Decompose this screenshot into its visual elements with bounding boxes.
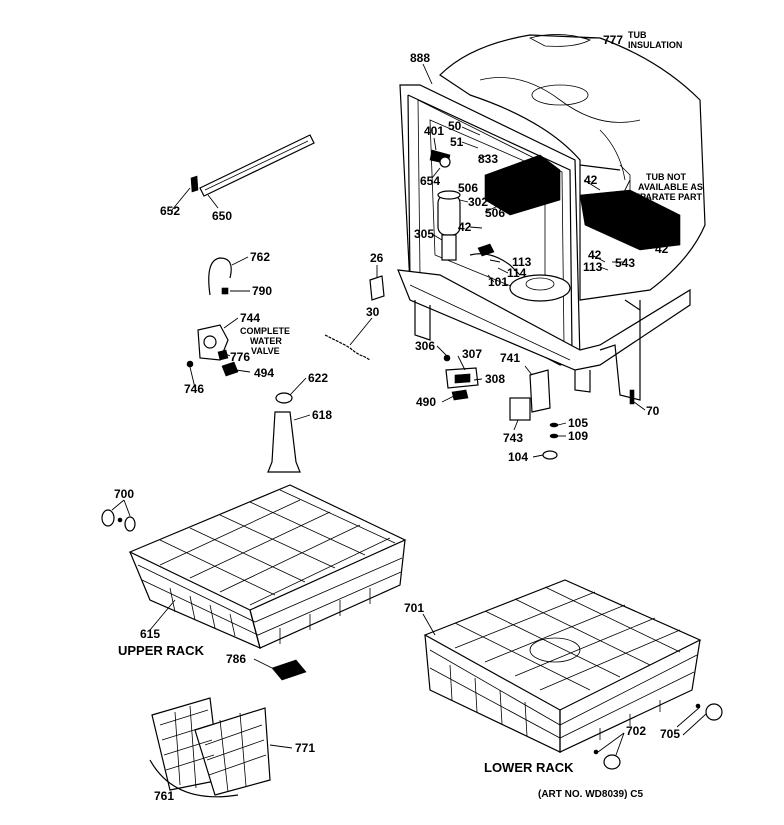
label-615: 615	[140, 627, 160, 641]
label-114: 114	[507, 266, 527, 280]
gasket-strip-650	[190, 134, 315, 197]
label-746: 746	[184, 382, 204, 396]
cap-622	[275, 392, 293, 404]
label-308: 308	[485, 372, 505, 386]
label-506-b: 506	[485, 206, 505, 220]
label-622: 622	[308, 371, 328, 385]
caption-lower-rack: LOWER RACK	[484, 760, 574, 775]
upper-rack-615	[101, 484, 407, 650]
post-618	[267, 411, 301, 473]
clip-786	[271, 659, 307, 681]
label-618: 618	[312, 408, 332, 422]
label-109: 109	[568, 429, 588, 443]
label-761: 761	[154, 789, 174, 803]
label-705: 705	[660, 727, 680, 741]
label-888: 888	[410, 51, 430, 65]
part-labels: 777 888 401 50 51 833 654 506 302 506 42…	[114, 33, 680, 803]
label-50: 50	[448, 119, 462, 133]
label-650: 650	[212, 209, 232, 223]
captions: UPPER RACK LOWER RACK (ART NO. WD8039) C…	[118, 643, 643, 800]
note-water-valve-2: WATER	[250, 336, 282, 346]
label-51: 51	[450, 135, 464, 149]
label-42-d: 42	[588, 248, 602, 262]
art-number: (ART NO. WD8039) C5	[538, 789, 643, 800]
label-30: 30	[366, 305, 380, 319]
label-305: 305	[414, 227, 434, 241]
tub-assembly	[397, 34, 706, 401]
label-741: 741	[500, 351, 520, 365]
clamp-790	[221, 287, 229, 295]
label-113-a: 113	[512, 255, 532, 269]
label-302: 302	[468, 195, 488, 209]
hose-762	[208, 257, 232, 296]
label-702: 702	[626, 724, 646, 738]
label-777: 777	[603, 33, 623, 47]
label-101: 101	[488, 275, 508, 289]
label-113-b: 113	[583, 260, 603, 274]
label-743: 743	[503, 431, 523, 445]
label-786: 786	[226, 652, 246, 666]
label-307: 307	[462, 347, 482, 361]
label-104: 104	[508, 450, 528, 464]
label-42-b: 42	[584, 173, 598, 187]
label-42-c: 42	[655, 242, 669, 256]
label-762: 762	[250, 250, 270, 264]
bracket-26	[369, 275, 385, 301]
label-70: 70	[646, 404, 660, 418]
note-tub-not-2: AVAILABLE AS	[638, 182, 703, 192]
note-water-valve-1: COMPLETE	[240, 326, 290, 336]
label-790: 790	[252, 284, 272, 298]
label-744: 744	[240, 311, 260, 325]
label-105: 105	[568, 416, 588, 430]
leader-lines	[111, 37, 707, 756]
silverware-basket-771	[149, 697, 271, 798]
note-water-valve-3: VALVE	[251, 346, 280, 356]
label-776: 776	[230, 350, 250, 364]
label-652: 652	[160, 204, 180, 218]
notes: TUB INSULATION TUB NOT AVAILABLE AS SEPA…	[240, 30, 703, 356]
label-771: 771	[295, 741, 315, 755]
spring-30	[324, 334, 371, 361]
label-42-a: 42	[458, 220, 472, 234]
label-700: 700	[114, 487, 134, 501]
note-tub-not-1: TUB NOT	[646, 172, 686, 182]
label-543: 543	[615, 256, 635, 270]
label-401: 401	[424, 124, 444, 138]
caption-upper-rack: UPPER RACK	[118, 643, 205, 658]
label-490: 490	[416, 395, 436, 409]
label-494: 494	[254, 366, 274, 380]
note-tub-insulation-1: TUB	[628, 30, 647, 40]
water-valve-744	[186, 324, 239, 377]
label-506-a: 506	[458, 181, 478, 195]
label-26: 26	[370, 251, 384, 265]
lower-rack-701	[423, 579, 723, 770]
label-833: 833	[478, 152, 498, 166]
label-306: 306	[415, 339, 435, 353]
note-tub-insulation-2: INSULATION	[628, 40, 682, 50]
note-tub-not-3: SEPARATE PART	[628, 192, 703, 202]
small-parts-cluster	[443, 354, 635, 460]
label-654: 654	[420, 174, 440, 188]
label-701: 701	[404, 601, 424, 615]
